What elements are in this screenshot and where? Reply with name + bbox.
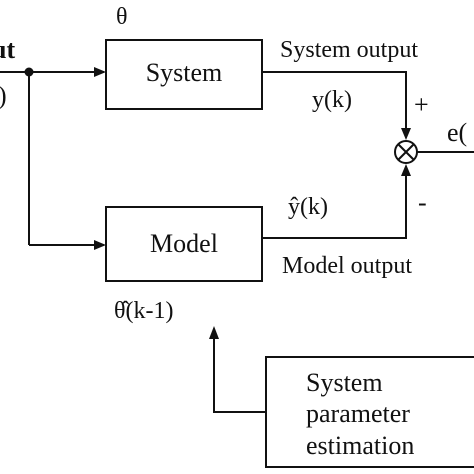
model-output-line: [262, 169, 407, 239]
arrowhead-to-model-bottom: [209, 326, 219, 339]
arrowhead-to-model: [94, 240, 106, 250]
estimation-block-line1: System: [306, 368, 383, 397]
arrowhead-to-sum-top: [401, 128, 411, 140]
summing-junction-cross-b: [397, 143, 415, 161]
model-output-label: Model output: [282, 253, 412, 279]
system-block-label: System: [146, 58, 223, 87]
model-block: [105, 206, 263, 282]
parameter-estimation-block: [265, 356, 474, 468]
input-label-paren: ): [0, 81, 7, 110]
theta-hat-label: θ̂(k-1): [114, 298, 173, 324]
model-block-label: Model: [150, 229, 218, 258]
system-block: [105, 39, 263, 110]
system-output-line: [262, 71, 407, 136]
plus-sign: +: [414, 90, 429, 119]
error-label: e(: [447, 118, 467, 147]
minus-sign: -: [418, 188, 427, 217]
y-hat-k-label: ŷ(k): [288, 194, 328, 220]
y-k-label: y(k): [312, 87, 352, 113]
estimation-block-line2: parameter: [306, 399, 410, 428]
arrowhead-to-sum-bottom: [401, 164, 411, 176]
estimation-block-line3: estimation: [306, 431, 414, 460]
input-label: ut: [0, 35, 15, 64]
estimation-feedback-line: [213, 338, 266, 413]
theta-label: θ: [116, 4, 128, 30]
arrowhead-to-system: [94, 67, 106, 77]
system-output-label: System output: [280, 37, 418, 63]
